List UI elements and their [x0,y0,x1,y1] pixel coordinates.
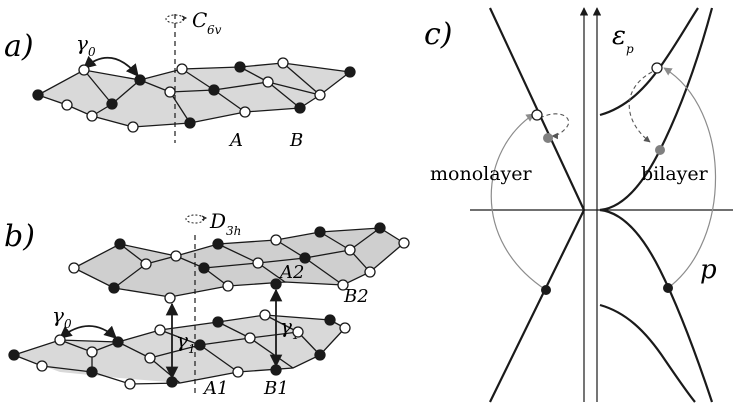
symmetry-a-sub: 6v [207,23,222,37]
gamma1-left-symbol: γ [176,328,188,352]
site-label-A: A [228,130,243,151]
panel-c-label: c) [424,17,453,52]
symmetry-b-symbol: D [209,209,226,233]
gamma1-left-sub: 1 [188,342,196,356]
graphene-sheet-top [74,228,404,297]
panel-a-label: a) [4,29,34,64]
monolayer-relax-arrow [539,113,570,140]
monolayer-cone [489,7,586,403]
bilayer-bands [599,7,714,403]
monolayer-label: monolayer [430,163,533,185]
gamma0-arrow-a [83,55,139,77]
gamma0-a-symbol: γ [76,31,88,55]
site-label-B1: B1 [263,378,289,399]
energy-axis-sub: p [626,42,634,56]
gamma1-right-symbol: γ [280,314,292,338]
atoms-a [32,57,356,133]
gamma0-b-symbol: γ [52,303,64,327]
symmetry-a-symbol: C [192,8,207,32]
panel-b: b) [4,209,410,399]
energy-axis-label: ε [612,21,626,51]
site-label-A1: A1 [202,378,228,399]
honeycomb-bonds-bottom [13,314,346,385]
gamma0-arrow-b [59,325,117,339]
atoms-bottom [8,309,351,390]
panel-b-label: b) [4,219,35,254]
monolayer-hole [541,285,551,295]
bilayer-relax-arrow [628,71,653,143]
site-label-A2: A2 [278,262,304,283]
rotation-icon-b [185,214,205,224]
gamma0-b-sub: 0 [64,317,72,331]
monolayer-relaxed-dot [543,133,553,143]
site-label-B2: B2 [343,286,369,307]
graphene-sheet-bottom [14,315,345,383]
bilayer-transition-arrow [663,67,717,289]
monolayer-excited-empty [531,109,543,121]
atoms-top [68,222,410,304]
monolayer-transition-arrow [490,113,547,291]
bilayer-excited-empty [651,62,663,74]
bilayer-label: bilayer [641,163,709,185]
site-label-B: B [289,130,303,151]
gamma0-a-sub: 0 [88,45,96,59]
momentum-axis-label: p [700,255,717,285]
bilayer-hole [663,283,673,293]
bilayer-relaxed-dot [655,145,665,155]
symmetry-b-sub: 3h [226,224,241,238]
panel-a: a) C 6v γ 0 [4,8,356,151]
panel-c: c) ε p p monolayer bilayer [424,7,733,403]
